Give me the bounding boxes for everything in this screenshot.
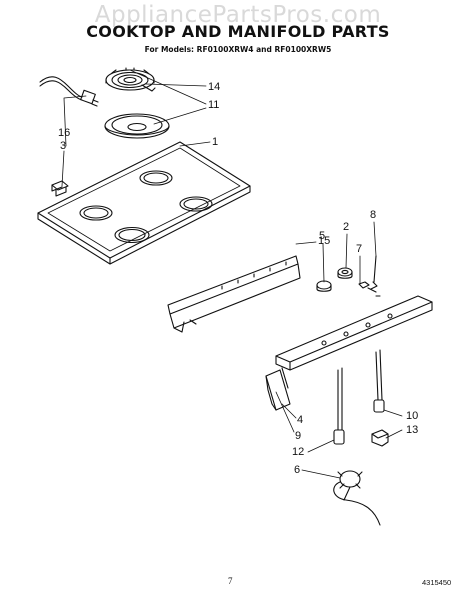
manifold-valves: [316, 255, 381, 297]
diagram-subtitle: For Models: RF0100XRW4 and RF0100XRW5: [144, 45, 332, 54]
callout-13: 13: [406, 424, 419, 436]
callout-4: 4: [297, 414, 304, 426]
callout-9: 9: [295, 430, 302, 442]
surface-element-coil: [105, 67, 156, 92]
callout-2: 2: [343, 221, 350, 233]
manifold-bar: [275, 295, 433, 389]
power-cord-plug: [39, 76, 99, 107]
callout-7: 7: [356, 243, 363, 255]
cooktop-frame: [37, 141, 251, 265]
callout-14: 14: [208, 81, 221, 93]
gas-tubes: [333, 349, 389, 447]
bracket-part: [51, 180, 69, 197]
callout-6: 6: [294, 464, 301, 476]
page-number: 7: [228, 576, 233, 586]
callout-8: 8: [370, 209, 377, 221]
callout-11: 11: [208, 99, 220, 111]
thermostat-assembly: [333, 470, 381, 526]
back-panel: [167, 255, 301, 333]
leader-lines: [61, 69, 403, 479]
watermark: AppliancePartsPros.com: [94, 2, 382, 28]
callout-12: 12: [292, 446, 305, 458]
callout-16: 16: [58, 127, 71, 139]
callout-1: 1: [212, 136, 219, 148]
drip-bowl: [104, 113, 170, 139]
callout-5: 5: [319, 230, 326, 242]
callout-15: 15: [318, 235, 331, 247]
side-bracket: [265, 369, 291, 411]
diagram-title: COOKTOP AND MANIFOLD PARTS: [86, 22, 390, 41]
callout-3: 3: [60, 140, 67, 152]
callout-10: 10: [406, 410, 419, 422]
document-number: 4315450: [422, 578, 452, 587]
